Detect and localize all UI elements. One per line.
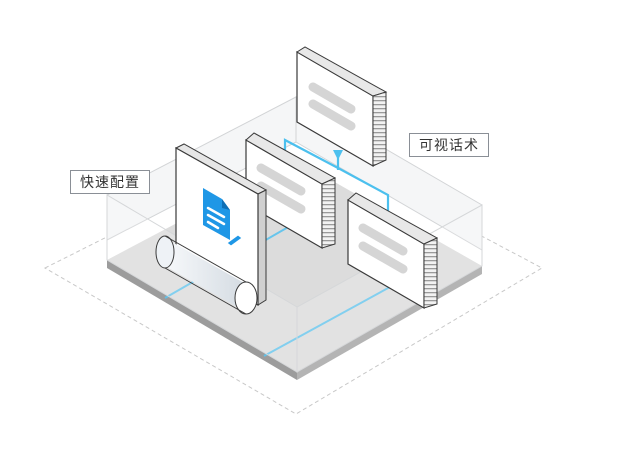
platform-side-left xyxy=(107,260,297,380)
script-panel-top xyxy=(296,46,388,168)
connector-arrow-icon xyxy=(333,150,343,160)
script-panel-left xyxy=(245,132,337,250)
document-edit-icon xyxy=(203,188,243,247)
quick-config-label: 快速配置 xyxy=(70,170,150,194)
visual-script-label: 可视话术 xyxy=(409,133,489,157)
script-panel-right xyxy=(347,192,439,310)
floor-guide-line-front xyxy=(263,275,411,357)
